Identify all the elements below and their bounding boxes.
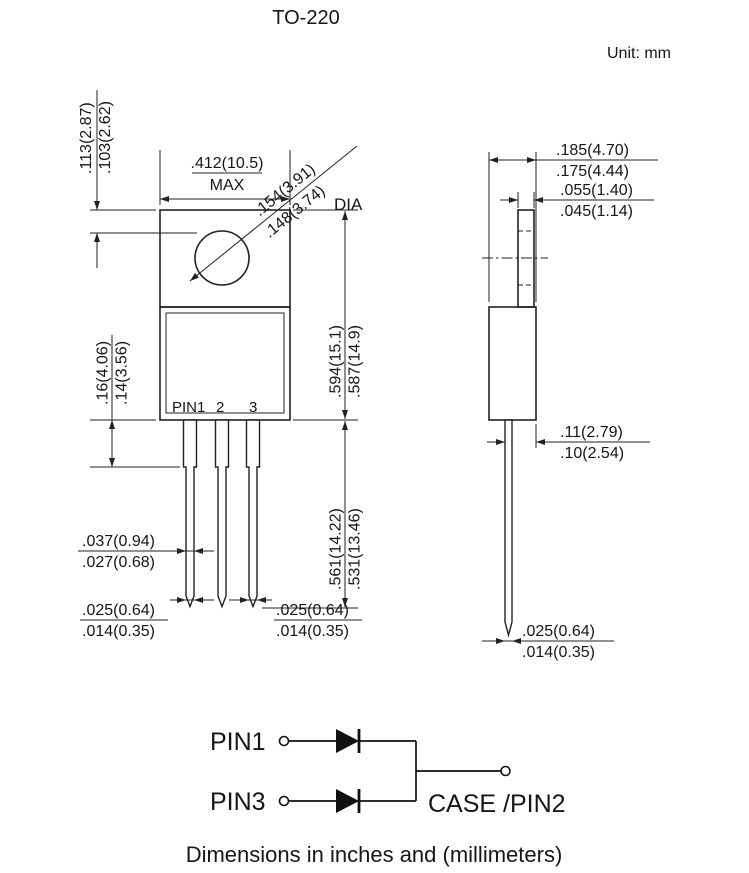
side-view: [482, 209, 548, 638]
dim-tab-edge-max: .113(2.87): [78, 102, 95, 174]
body-inner-outline: [165, 312, 285, 414]
side-lead: [504, 419, 513, 638]
dim-lead-width-pin1: .025(0.64) .014(0.35): [80, 597, 214, 640]
dim-lead-width-pin3: .025(0.64) .014(0.35): [229, 597, 362, 640]
diode-1-icon: [336, 729, 359, 753]
dim-lead-length-min: .531(13.46): [347, 508, 364, 590]
side-body-outline: [488, 306, 537, 421]
pin3-label: 3: [249, 399, 257, 416]
dim-lead-width-side: .025(0.64) .014(0.35): [482, 623, 614, 661]
dim-tab-edge-min: .103(2.62): [97, 101, 114, 174]
dim-lead-width-pin3-min: .014(0.35): [276, 623, 349, 640]
page-title: TO-220: [272, 7, 339, 29]
dim-tab-edge: .113(2.87) .103(2.62): [78, 90, 197, 268]
dim-lead-length: .561(14.22) .531(13.46): [262, 421, 364, 609]
mounting-hole: [194, 230, 250, 286]
unit-label: Unit: mm: [607, 45, 671, 62]
dim-tab-thickness-min: .045(1.14): [560, 203, 633, 220]
schematic-case-label: CASE /PIN2: [428, 790, 566, 818]
case-terminal: [500, 765, 511, 777]
pin2-label: 2: [216, 399, 224, 416]
dim-body-width-value: .412(10.5): [191, 155, 264, 172]
dim-tab-thickness: .055(1.40) .045(1.14): [500, 182, 654, 220]
dim-lead-offset-max: .11(2.79): [560, 424, 623, 441]
dim-overall-depth-min: .175(4.44): [556, 163, 629, 180]
front-view: PIN1 2 3: [159, 209, 291, 609]
dim-overall-depth: .185(4.70) .175(4.44): [488, 142, 658, 302]
pin1-label: PIN1: [172, 399, 205, 416]
dim-lead-shoulder-min: .14(3.56): [114, 341, 131, 405]
dim-body-width-qualifier: MAX: [210, 177, 245, 194]
lead-3: [245, 419, 261, 609]
dim-lead-width-pin3-max: .025(0.64): [276, 602, 349, 619]
dim-lead-width-side-max: .025(0.64): [522, 623, 595, 640]
dim-lead-width-pin1-max: .025(0.64): [82, 602, 155, 619]
dim-tab-thickness-max: .055(1.40): [560, 182, 633, 199]
dim-lead-length-max: .561(14.22): [328, 508, 345, 590]
pin1-terminal: [278, 735, 290, 747]
dim-body-height-max: .594(15.1): [328, 325, 345, 398]
dim-lead-thickness-max: .037(0.94): [82, 533, 155, 550]
dim-hole-dia-label: DIA: [334, 195, 363, 214]
dim-body-width: .412(10.5) MAX: [159, 150, 291, 205]
caption: Dimensions in inches and (millimeters): [186, 842, 563, 867]
dim-body-height-min: .587(14.9): [347, 325, 364, 398]
pin3-terminal: [278, 795, 290, 807]
dim-lead-shoulder-max: .16(4.06): [95, 341, 112, 405]
dim-lead-shoulder: .16(4.06) .14(3.56): [90, 335, 180, 468]
dim-lead-thickness: .037(0.94) .027(0.68): [78, 533, 214, 571]
dim-overall-depth-max: .185(4.70): [556, 142, 629, 159]
lead-1: [182, 419, 198, 609]
dim-lead-width-pin1-min: .014(0.35): [82, 623, 155, 640]
schematic-pin3-label: PIN3: [210, 788, 266, 816]
dim-lead-width-side-min: .014(0.35): [522, 644, 595, 661]
schematic-pin1-label: PIN1: [210, 728, 266, 756]
lead-2: [214, 419, 230, 609]
dim-body-height: .594(15.1) .587(14.9): [293, 209, 364, 421]
dim-lead-offset-min: .10(2.54): [560, 445, 624, 462]
diode-2-icon: [336, 789, 359, 813]
dim-lead-thickness-min: .027(0.68): [82, 554, 155, 571]
internal-connection-schematic: PIN1 PIN3 CASE /PIN2: [210, 728, 566, 818]
dim-lead-offset: .11(2.79) .10(2.54): [487, 424, 650, 462]
